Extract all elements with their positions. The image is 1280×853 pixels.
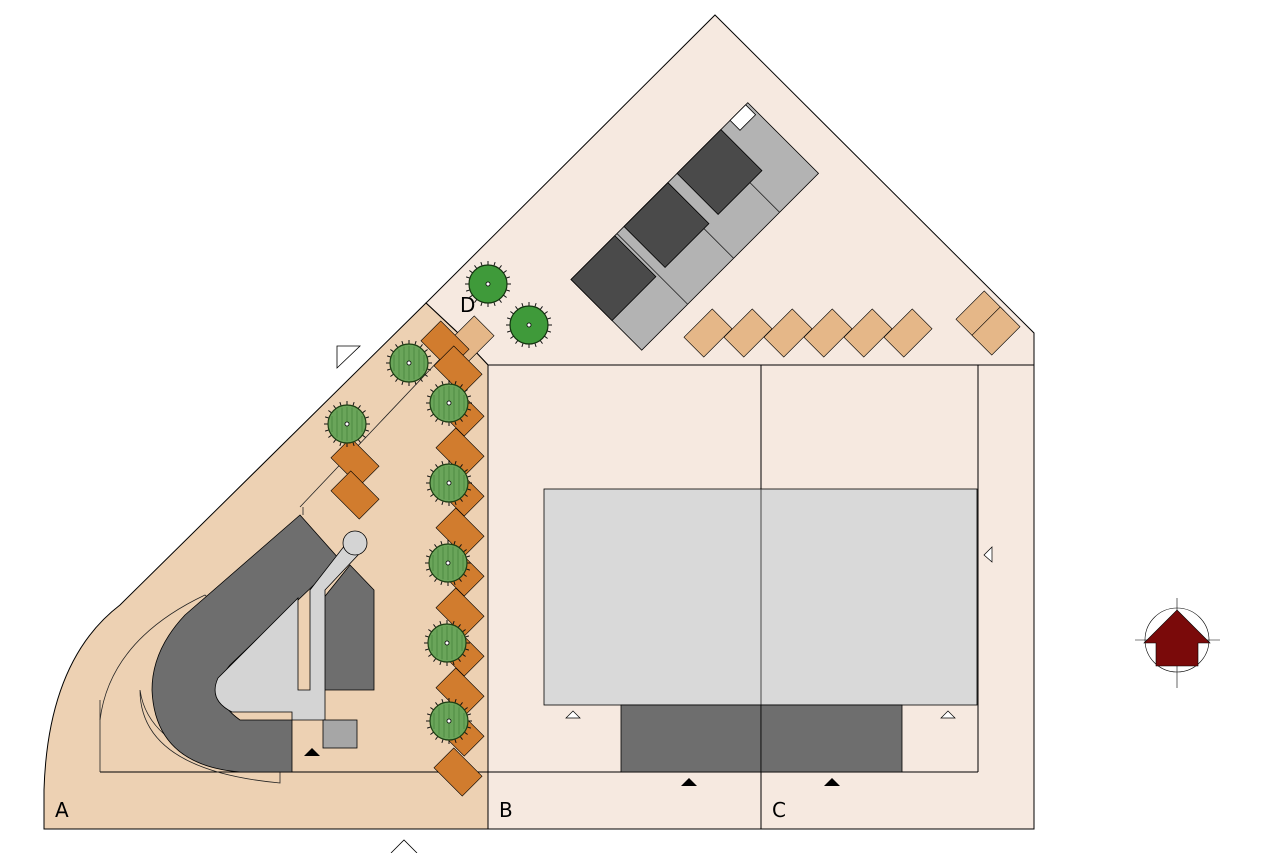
building-d-unit-3 xyxy=(676,129,763,216)
entrance-triangle-icon xyxy=(336,345,361,369)
tree-icon xyxy=(424,620,470,666)
tree-icon xyxy=(324,401,370,447)
entrance-triangle-icon xyxy=(390,839,418,853)
north-arrow-icon xyxy=(1135,598,1220,688)
building-a-path-roundel xyxy=(342,530,368,556)
building-a xyxy=(151,514,375,773)
building-a-footpath xyxy=(214,544,359,721)
building-d-unit-2 xyxy=(623,182,710,269)
building-d-unit-1 xyxy=(570,235,657,322)
plot-label-c: C xyxy=(772,798,786,822)
plot-label-d: D xyxy=(460,293,475,317)
building-bc-main xyxy=(543,488,978,706)
parking-row-tan xyxy=(445,290,1021,365)
entrance-triangle-icon xyxy=(824,778,840,786)
tree-icon xyxy=(465,261,511,307)
tree-icon xyxy=(426,698,472,744)
building-c-annex xyxy=(760,704,903,773)
building-bc xyxy=(543,488,993,786)
trees xyxy=(324,261,552,744)
zone-labels: A B C D xyxy=(55,293,786,822)
entrance-triangle-icon xyxy=(983,546,993,563)
building-d-entry xyxy=(729,104,757,131)
plot-label-a: A xyxy=(55,798,69,822)
entrance-triangle-icon xyxy=(565,710,581,719)
tree-icon xyxy=(426,380,472,426)
tree-icon xyxy=(386,340,432,386)
site-entry-markers xyxy=(336,345,418,853)
entrance-triangle-icon xyxy=(940,710,956,719)
entrance-triangle-icon xyxy=(304,748,320,756)
plot-label-b: B xyxy=(499,798,513,822)
entrance-triangle-icon xyxy=(681,778,697,786)
building-b-annex xyxy=(620,704,762,773)
tree-icon xyxy=(425,540,471,586)
building-d xyxy=(570,102,820,351)
tree-icon xyxy=(426,460,472,506)
tree-icon xyxy=(506,302,552,348)
building-a-kiosk xyxy=(322,719,358,749)
